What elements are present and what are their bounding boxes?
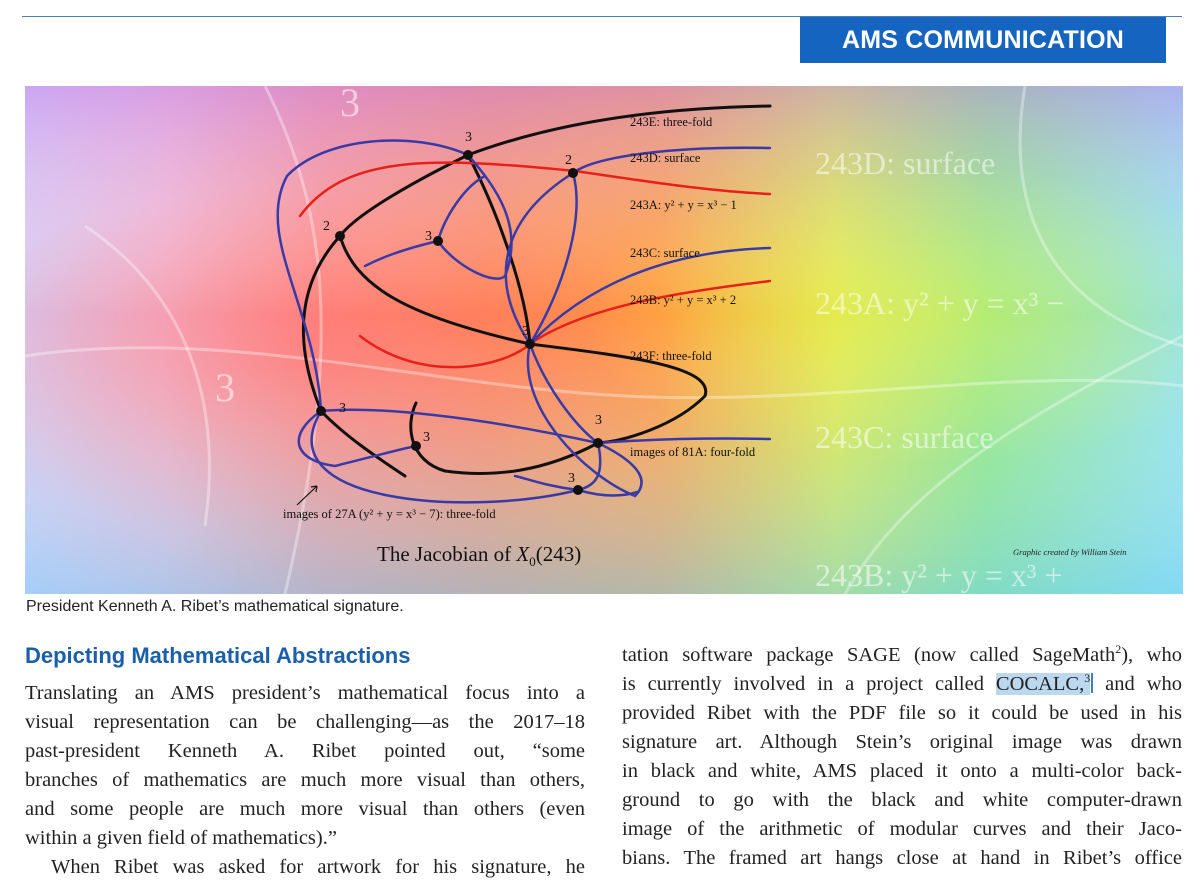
label-images-27a: images of 27A (y² + y = x³ − 7): three-f… <box>283 507 496 521</box>
svg-text:3: 3 <box>522 324 529 339</box>
diagram-node <box>568 168 578 178</box>
section-banner-label: AMS COMMUNICATION <box>842 26 1124 55</box>
article-right-column: tation software package SAGE (now called… <box>622 641 1182 873</box>
section-heading: Depicting Mathematical Abstractions <box>25 643 410 669</box>
paragraph-line: Translating an AMS president’s mathemati… <box>25 679 585 708</box>
svg-text:3: 3 <box>568 471 575 486</box>
diagram-node <box>433 236 443 246</box>
paragraph-line: past-president Kenneth A. Ribet pointed … <box>25 737 585 766</box>
diagram-node <box>593 438 603 448</box>
label-images-81a: images of 81A: four-fold <box>630 445 756 459</box>
paragraph-line: is currently involved in a project calle… <box>622 670 1182 699</box>
svg-text:243B: y² + y = x³ +: 243B: y² + y = x³ + <box>815 557 1063 593</box>
paragraph-line: When Ribet was asked for artwork for his… <box>25 853 585 882</box>
paragraph-line: signature art. Although Stein’s original… <box>622 728 1182 757</box>
paragraph-line: image of the arithmetic of modular curve… <box>622 815 1182 844</box>
paragraph-line: ground to go with the black and white co… <box>622 786 1182 815</box>
diagram-node <box>463 150 473 160</box>
figure-artwork: 243D: surface 243A: y² + y = x³ − 243C: … <box>25 86 1183 594</box>
label-243f: 243F: three-fold <box>630 349 712 363</box>
svg-text:2: 2 <box>565 153 572 168</box>
svg-text:2: 2 <box>323 219 330 234</box>
section-banner: AMS COMMUNICATION <box>800 17 1166 63</box>
paragraph-line: branches of mathematics are much more vi… <box>25 766 585 795</box>
figure-credit: Graphic created by William Stein <box>1013 547 1126 557</box>
diagram-node <box>411 441 421 451</box>
svg-text:243A: y² + y = x³ −: 243A: y² + y = x³ − <box>815 285 1064 321</box>
svg-text:243D: surface: 243D: surface <box>815 145 995 181</box>
label-243c: 243C: surface <box>630 246 700 260</box>
svg-text:3: 3 <box>339 401 346 416</box>
cocalc-link[interactable]: COCALC,3 <box>996 673 1090 695</box>
svg-text:3: 3 <box>425 229 432 244</box>
figure-caption: President Kenneth A. Ribet’s mathematica… <box>26 598 404 616</box>
diagram-node <box>525 339 535 349</box>
paragraph-line: in black and white, AMS placed it onto a… <box>622 757 1182 786</box>
paragraph-line: bians. The framed art hangs close at han… <box>622 844 1182 873</box>
svg-text:3: 3 <box>215 365 235 410</box>
label-243b: 243B: y² + y = x³ + 2 <box>630 293 736 307</box>
paragraph-line: visual representation can be challenging… <box>25 708 585 737</box>
svg-text:3: 3 <box>340 86 360 125</box>
diagram-node <box>335 231 345 241</box>
label-243a: 243A: y² + y = x³ − 1 <box>630 198 737 212</box>
signature-figure: 243D: surface 243A: y² + y = x³ − 243C: … <box>25 86 1183 594</box>
article-left-column: Translating an AMS president’s mathemati… <box>25 679 585 882</box>
paragraph-line: tation software package SAGE (now called… <box>622 641 1182 670</box>
paragraph-line: within a given field of mathematics).” <box>25 824 585 853</box>
label-243d: 243D: surface <box>630 151 701 165</box>
svg-text:3: 3 <box>423 430 430 445</box>
paragraph-line: provided Ribet with the PDF file so it c… <box>622 699 1182 728</box>
svg-text:243C: surface: 243C: surface <box>815 419 994 455</box>
figure-title: The Jacobian of X0(243) <box>377 542 581 569</box>
paragraph-line: and some people are much more visual tha… <box>25 795 585 824</box>
svg-text:3: 3 <box>595 413 602 428</box>
diagram-node <box>573 485 583 495</box>
label-243e: 243E: three-fold <box>630 115 713 129</box>
svg-text:3: 3 <box>465 130 472 145</box>
diagram-node <box>316 406 326 416</box>
